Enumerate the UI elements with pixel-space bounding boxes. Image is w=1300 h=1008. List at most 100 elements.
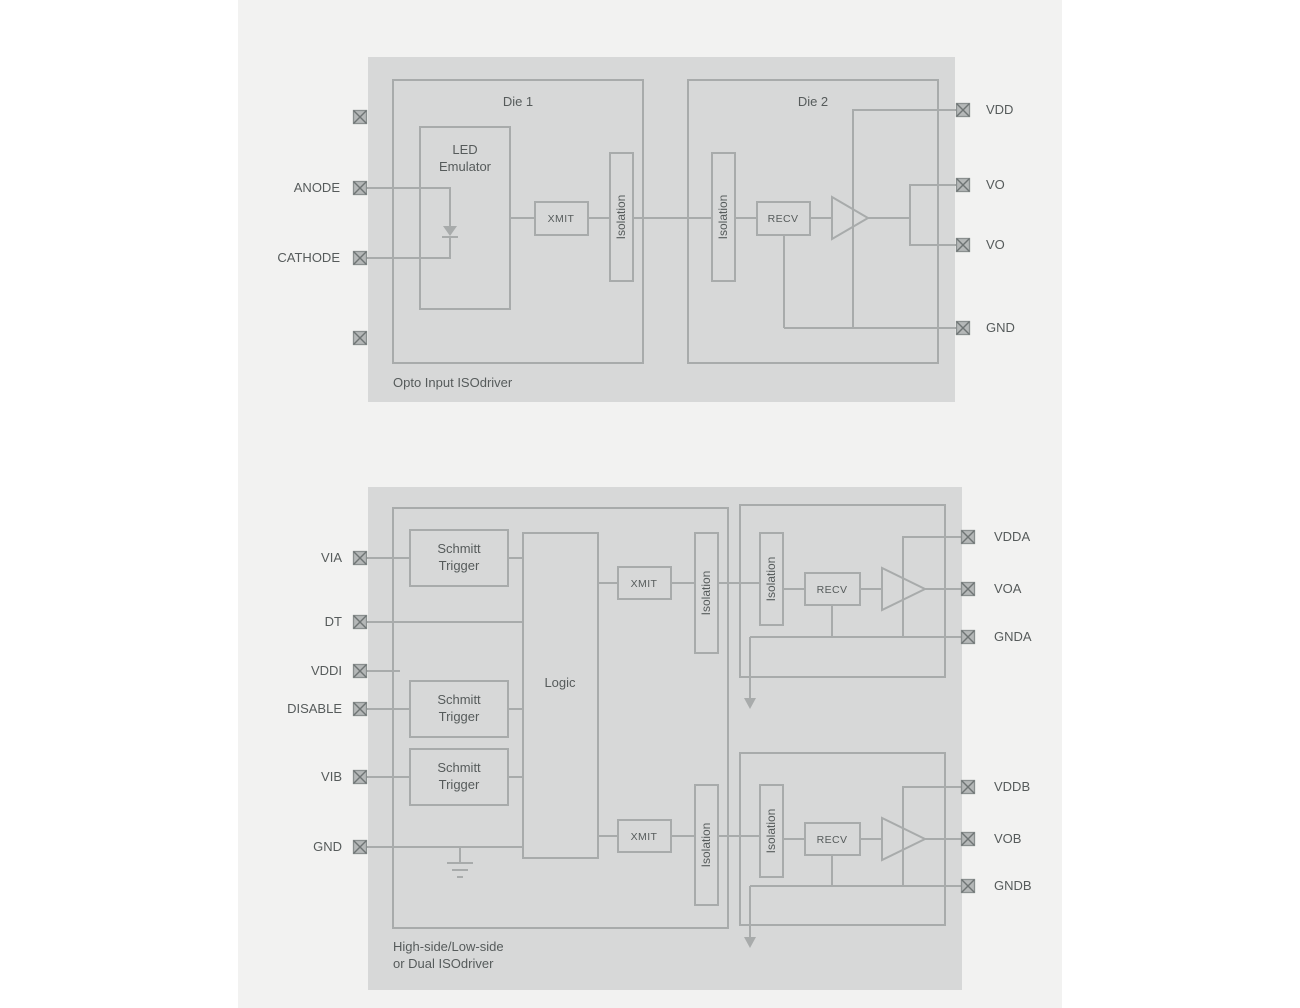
isolation-box-die1: [609, 152, 634, 282]
amplifier-triangle-a: [881, 566, 928, 612]
pin-vddb: [960, 779, 976, 795]
recv-label: RECV: [768, 213, 799, 225]
output-die-b-box: [739, 752, 946, 926]
label-gnd-input: GND: [313, 839, 342, 854]
vdd-rail: [852, 109, 957, 328]
schmitt-trigger1-box: [409, 529, 509, 587]
schmitt2-label-line1: Schmitt: [437, 692, 481, 707]
pin-vib: [352, 769, 368, 785]
pin-gnda: [960, 629, 976, 645]
led-emulator-box: [419, 126, 511, 310]
isolation-label-b-left: Isolation: [699, 823, 713, 868]
pin-voa: [960, 581, 976, 597]
xmitb-label: XMIT: [631, 831, 658, 843]
vddb-rail: [902, 786, 961, 886]
label-vib: VIB: [321, 769, 342, 784]
pin-anode: [352, 180, 368, 196]
recvb-box: [804, 822, 861, 856]
top-diagram-wires: [360, 109, 957, 329]
xmit-label: XMIT: [548, 213, 575, 225]
vdda-rail: [902, 536, 961, 637]
label-vo1: VO: [986, 177, 1005, 192]
label-voa: VOA: [994, 581, 1022, 596]
bottom-diagram-wires: [360, 536, 961, 948]
pin-vo2: [955, 237, 971, 253]
schmitt3-label-line2: Trigger: [439, 777, 480, 792]
pin-gndb: [960, 878, 976, 894]
pin-vddi: [352, 663, 368, 679]
label-cathode: CATHODE: [277, 250, 340, 265]
label-via: VIA: [321, 550, 342, 565]
logic-label: Logic: [544, 675, 576, 690]
bottom-diagram-caption-line2: or Dual ISOdriver: [393, 956, 494, 971]
pin-gnd: [955, 320, 971, 336]
isolation-label-a-left: Isolation: [699, 571, 713, 616]
recv-box: [756, 201, 811, 236]
gnda-arrowhead: [744, 698, 756, 709]
top-diagram-caption: Opto Input ISOdriver: [393, 375, 513, 390]
isolation-label-die2: Isolation: [716, 195, 730, 240]
isolation-box-b-left: [694, 784, 719, 906]
isolation-box-a-right: [759, 532, 784, 626]
xmitb-box: [617, 819, 672, 853]
pin-vo1: [955, 177, 971, 193]
cathode-wire: [360, 237, 451, 259]
label-vdd: VDD: [986, 102, 1013, 117]
pin-vob: [960, 831, 976, 847]
xmita-box: [617, 566, 672, 600]
recva-label: RECV: [817, 584, 848, 596]
die2-label: Die 2: [798, 94, 828, 109]
recvb-label: RECV: [817, 834, 848, 846]
label-vdda: VDDA: [994, 529, 1030, 544]
input-die-box: [392, 507, 729, 929]
xmita-label: XMIT: [631, 578, 658, 590]
anode-wire: [360, 187, 451, 226]
label-dt: DT: [325, 614, 342, 629]
die1-label: Die 1: [503, 94, 533, 109]
schmitt2-label-line2: Trigger: [439, 709, 480, 724]
schmitt1-label-line2: Trigger: [439, 558, 480, 573]
isolation-box-die2: [711, 152, 736, 282]
label-anode: ANODE: [294, 180, 341, 195]
top-diagram-background: [368, 57, 955, 402]
label-vddb: VDDB: [994, 779, 1030, 794]
pin-gnd-input: [352, 839, 368, 855]
label-vob: VOB: [994, 831, 1021, 846]
output-stage-box: [909, 184, 939, 246]
label-gnda: GNDA: [994, 629, 1032, 644]
led-emulator-label-line1: LED: [452, 142, 477, 157]
dual-isodriver-diagram: Schmitt Trigger Schmitt Trigger Schmitt …: [287, 487, 1032, 990]
isolation-label-b-right: Isolation: [764, 809, 778, 854]
pin-vdda: [960, 529, 976, 545]
label-gndb: GNDB: [994, 878, 1032, 893]
led-emulator-label-line2: Emulator: [439, 159, 492, 174]
recva-box: [804, 572, 861, 606]
label-gnd: GND: [986, 320, 1015, 335]
amplifier-triangle-b: [881, 816, 928, 862]
logic-box: [522, 532, 599, 859]
gndb-arrowhead: [744, 937, 756, 948]
schmitt1-label-line1: Schmitt: [437, 541, 481, 556]
schmitt-trigger2-box: [409, 680, 509, 738]
isolation-label-die1: Isolation: [614, 195, 628, 240]
xmit-box: [534, 201, 589, 236]
label-disable: DISABLE: [287, 701, 342, 716]
diode-symbol: [443, 226, 457, 236]
label-vddi: VDDI: [311, 663, 342, 678]
pin-disable: [352, 701, 368, 717]
schmitt3-label-line1: Schmitt: [437, 760, 481, 775]
isolation-box-b-right: [759, 784, 784, 878]
pin-nc-bottom: [352, 330, 368, 346]
pin-cathode: [352, 250, 368, 266]
pin-via: [352, 550, 368, 566]
isolation-label-a-right: Isolation: [764, 557, 778, 602]
die1-box: [392, 79, 644, 364]
isolation-box-a-left: [694, 532, 719, 654]
opto-input-isodriver-diagram: Die 1 Die 2 LED Emulator XMIT Isolation …: [277, 57, 1015, 402]
pin-vdd: [955, 102, 971, 118]
bottom-diagram-caption-line1: High-side/Low-side: [393, 939, 504, 954]
schmitt-trigger3-box: [409, 748, 509, 806]
bottom-diagram-background: [368, 487, 962, 990]
pin-nc-top: [352, 109, 368, 125]
